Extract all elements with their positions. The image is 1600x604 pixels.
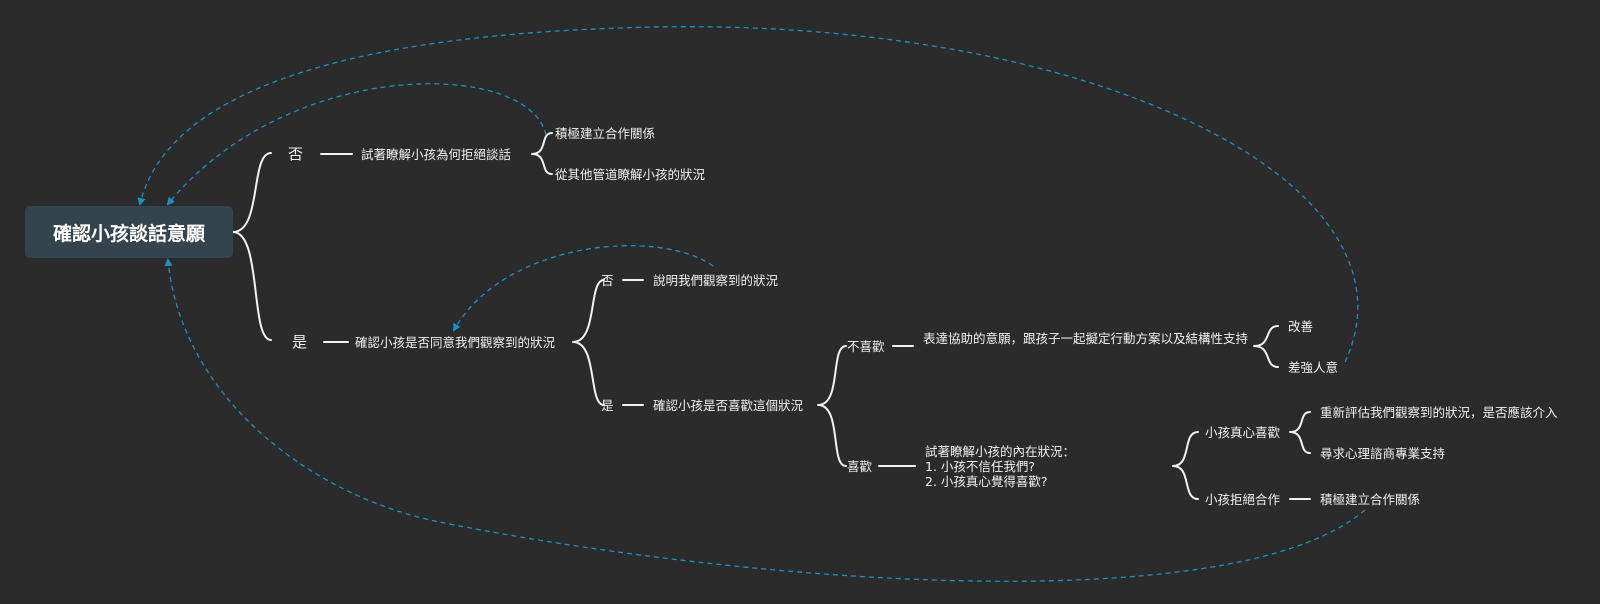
node-agree-yes[interactable]: 是 (601, 398, 614, 413)
node-confirm-like[interactable]: 確認小孩是否喜歡這個狀況 (653, 398, 804, 413)
node-improve[interactable]: 改善 (1288, 319, 1314, 334)
relation-arrow-improve-to-root (137, 26, 1359, 363)
node-explain-observed[interactable]: 說明我們觀察到的狀況 (653, 273, 779, 288)
node-express-help[interactable]: 表達協助的意願，跟孩子一起擬定行動方案以及結構性支持 (923, 331, 1249, 346)
branch-no[interactable]: 否 (288, 145, 304, 163)
node-like[interactable]: 喜歡 (847, 459, 873, 474)
node-inner-state-title[interactable]: 試著瞭解小孩的內在狀況： (925, 444, 1076, 459)
node-inner-state-1: 1. 小孩不信任我們? (925, 459, 1036, 474)
node-build-cooperation[interactable]: 積極建立合作關係 (555, 126, 656, 141)
node-build-cooperation-2[interactable]: 積極建立合作關係 (1320, 492, 1421, 507)
node-confirm-agree[interactable]: 確認小孩是否同意我們觀察到的狀況 (355, 335, 556, 350)
node-barely-ok[interactable]: 差強人意 (1288, 360, 1339, 375)
root-branch-connector (232, 152, 272, 341)
node-other-channels[interactable]: 從其他管道瞭解小孩的狀況 (555, 167, 706, 182)
inner-state-brace (1172, 431, 1199, 500)
node-reassess[interactable]: 重新評估我們觀察到的狀況，是否應該介入 (1320, 405, 1558, 420)
root-topic[interactable]: 確認小孩談話意願 (25, 206, 233, 258)
agree-brace (572, 279, 605, 406)
relation-arrow-explain-to-confirm (453, 245, 714, 332)
node-inner-state-2: 2. 小孩真心覺得喜歡? (925, 474, 1048, 489)
help-brace (1253, 325, 1279, 368)
branch-yes[interactable]: 是 (292, 333, 308, 351)
like-brace (817, 345, 847, 467)
relation-arrow-build-to-root (166, 83, 547, 206)
node-understand-refusal[interactable]: 試著瞭解小孩為何拒絕談話 (361, 147, 512, 162)
node-refuse-coop[interactable]: 小孩拒絕合作 (1205, 492, 1281, 507)
node-dislike[interactable]: 不喜歡 (847, 339, 885, 354)
node-agree-no[interactable]: 否 (601, 273, 614, 288)
relation-arrow-build2-to-root (164, 258, 1366, 582)
node-truly-like[interactable]: 小孩真心喜歡 (1205, 425, 1281, 440)
truly-like-brace (1289, 411, 1311, 454)
refusal-brace (531, 132, 553, 175)
node-counseling[interactable]: 尋求心理諮商專業支持 (1320, 446, 1446, 461)
